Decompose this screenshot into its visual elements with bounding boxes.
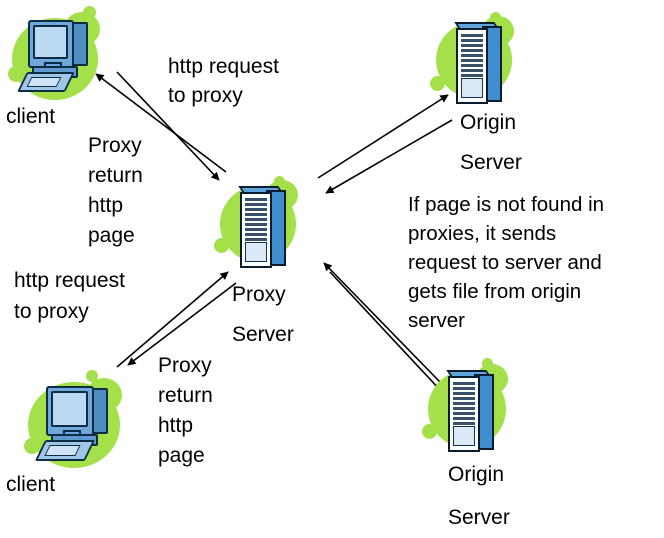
node-client-bottom[interactable] bbox=[24, 368, 144, 472]
edge-origin-top-to-proxy bbox=[325, 119, 453, 194]
proxy-server-label-line1: Proxy bbox=[232, 283, 286, 306]
annotation-bottom-return-line4: page bbox=[158, 444, 205, 467]
annotation-bottom-return-line2: return bbox=[158, 384, 213, 407]
origin-server-bottom-label-line1: Origin bbox=[448, 463, 505, 486]
annotation-bottom-request-line1: http request bbox=[14, 269, 125, 292]
origin-server-top-label-line1: Origin bbox=[460, 111, 517, 134]
annotation-top-request-line2: to proxy bbox=[168, 84, 243, 107]
server-rack-icon bbox=[452, 22, 508, 104]
annotation-top-request-line1: http request bbox=[168, 55, 279, 78]
annotation-top-return-line1: Proxy bbox=[88, 134, 142, 157]
explanation-line3: request to server and bbox=[408, 251, 602, 274]
annotation-bottom-request-line2: to proxy bbox=[14, 300, 89, 323]
explanation-line4: gets file from origin bbox=[408, 280, 582, 303]
server-rack-icon bbox=[444, 370, 500, 452]
explanation-line1: If page is not found in bbox=[408, 193, 605, 216]
node-origin-server-bottom[interactable] bbox=[420, 358, 530, 458]
annotation-bottom-return-line1: Proxy bbox=[158, 354, 212, 377]
node-origin-server-top[interactable] bbox=[428, 12, 538, 112]
server-rack-icon bbox=[236, 186, 292, 268]
node-client-top[interactable] bbox=[6, 6, 116, 106]
client-bottom-label: client bbox=[6, 473, 56, 496]
proxy-server-label-line2: Server bbox=[232, 323, 294, 346]
annotation-top-return-line4: page bbox=[88, 224, 135, 247]
node-proxy-server[interactable] bbox=[212, 176, 322, 276]
annotation-top-return-line2: return bbox=[88, 164, 143, 187]
client-top-label: client bbox=[6, 105, 56, 128]
explanation-line5: server bbox=[408, 309, 465, 332]
origin-server-bottom-label-line2: Server bbox=[448, 506, 510, 529]
explanation-line2: proxies, it sends bbox=[408, 222, 557, 245]
annotation-bottom-return-line3: http bbox=[158, 414, 194, 437]
annotation-top-return-line3: http bbox=[88, 194, 124, 217]
origin-server-top-label-line2: Server bbox=[460, 151, 522, 174]
